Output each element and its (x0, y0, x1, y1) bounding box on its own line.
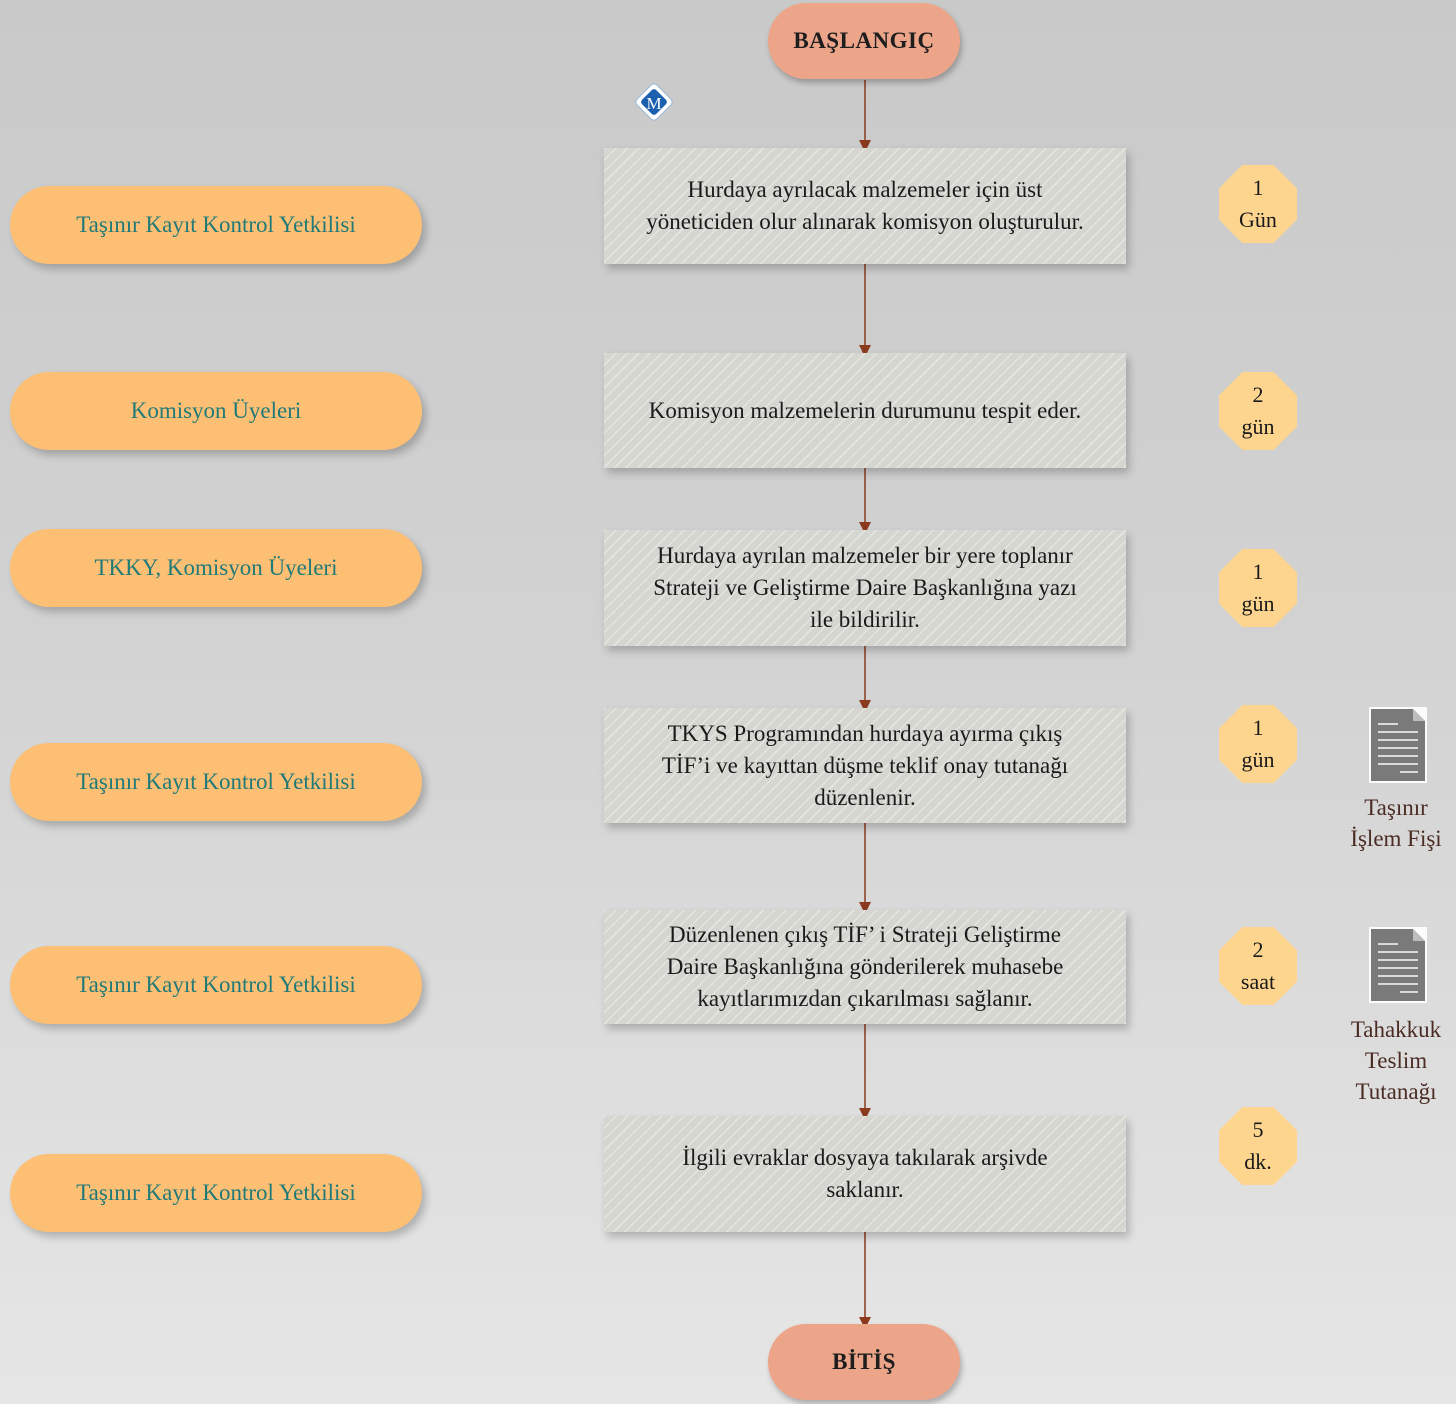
step-text: Hurdaya ayrılan malzemeler bir yere topl… (653, 543, 1077, 632)
step-text: Düzenlenen çıkış TİF’ i Strateji Gelişti… (666, 922, 1064, 1011)
document-label: Tahakkuk Teslim Tutanağı (1350, 1017, 1442, 1104)
m-marker-icon: M (635, 83, 673, 121)
step-text: TKYS Programından hurdaya ayırma çıkış T… (661, 720, 1069, 810)
duration-badge: 1 Gün (1219, 165, 1297, 243)
document-icon (1369, 707, 1427, 783)
role-box: Taşınır Kayıt Kontrol Yetkilisi (10, 946, 422, 1024)
start-terminal: BAŞLANGIÇ (768, 3, 960, 79)
step-text: Hurdaya ayrılacak malzemeler için üst yö… (646, 177, 1084, 234)
process-step: Düzenlenen çıkış TİF’ i Strateji Gelişti… (604, 910, 1126, 1024)
role-label: Komisyon Üyeleri (130, 398, 302, 423)
document-icon (1369, 927, 1427, 1003)
role-box: Taşınır Kayıt Kontrol Yetkilisi (10, 186, 422, 264)
process-step: Hurdaya ayrılan malzemeler bir yere topl… (604, 530, 1126, 646)
duration-badge: 1 gün (1219, 549, 1297, 627)
end-label: BİTİŞ (832, 1349, 896, 1374)
role-box: Taşınır Kayıt Kontrol Yetkilisi (10, 743, 422, 821)
start-label: BAŞLANGIÇ (793, 28, 935, 53)
role-box: Taşınır Kayıt Kontrol Yetkilisi (10, 1154, 422, 1232)
step-text: Komisyon malzemelerin durumunu tespit ed… (648, 397, 1082, 423)
role-label: Taşınır Kayıt Kontrol Yetkilisi (76, 1180, 356, 1205)
marker-letter: M (646, 94, 661, 113)
role-box: Komisyon Üyeleri (10, 372, 422, 450)
process-step: Komisyon malzemelerin durumunu tespit ed… (604, 353, 1126, 468)
step-text: İlgili evraklar dosyaya takılarak arşivd… (682, 1145, 1048, 1202)
role-label: Taşınır Kayıt Kontrol Yetkilisi (76, 972, 356, 997)
end-terminal: BİTİŞ (768, 1324, 960, 1400)
document-label: Taşınır İşlem Fişi (1350, 795, 1442, 851)
role-label: TKKY, Komisyon Üyeleri (94, 555, 338, 580)
duration-badge: 2 saat (1219, 927, 1297, 1005)
role-label: Taşınır Kayıt Kontrol Yetkilisi (76, 212, 356, 237)
process-step: İlgili evraklar dosyaya takılarak arşivd… (604, 1116, 1126, 1232)
duration-badge: 1 gün (1219, 705, 1297, 783)
duration-badge: 2 gün (1219, 372, 1297, 450)
role-label: Taşınır Kayıt Kontrol Yetkilisi (76, 769, 356, 794)
process-step: TKYS Programından hurdaya ayırma çıkış T… (604, 708, 1126, 823)
process-step: Hurdaya ayrılacak malzemeler için üst yö… (604, 148, 1126, 264)
role-box: TKKY, Komisyon Üyeleri (10, 529, 422, 607)
duration-badge: 5 dk. (1219, 1107, 1297, 1185)
